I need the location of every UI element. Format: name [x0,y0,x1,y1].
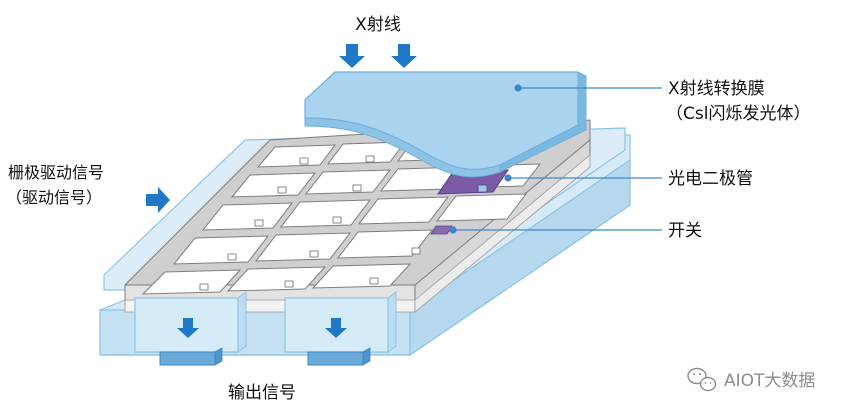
output-box-right [284,291,397,366]
switch-label: 开关 [668,221,702,241]
film-label-line1: X射线转换膜 [668,79,765,99]
film-label-line2: （Csl闪烁发光体） [666,104,810,124]
switch-notches [199,155,421,291]
output-signal-label: 输出信号 [228,383,296,403]
gate-signal-label-line1: 栅极驱动信号 [8,163,104,182]
output-arrow-left [177,318,199,338]
watermark-text: AIOT大数据 [724,371,815,391]
gate-signal-label-line2: （驱动信号） [6,188,102,207]
gate-signal-arrow [146,187,170,213]
xray-arrow-left [339,44,365,68]
wechat-logo-icon [687,367,717,392]
output-arrow-right [325,318,347,338]
switch-element [430,225,453,235]
xray-arrow-right [391,44,417,68]
xray-label: X射线 [355,15,401,35]
photodiode-label: 光电二极管 [668,169,753,189]
xray-conversion-film [304,71,587,178]
photodiode-switch-notch [477,184,488,193]
